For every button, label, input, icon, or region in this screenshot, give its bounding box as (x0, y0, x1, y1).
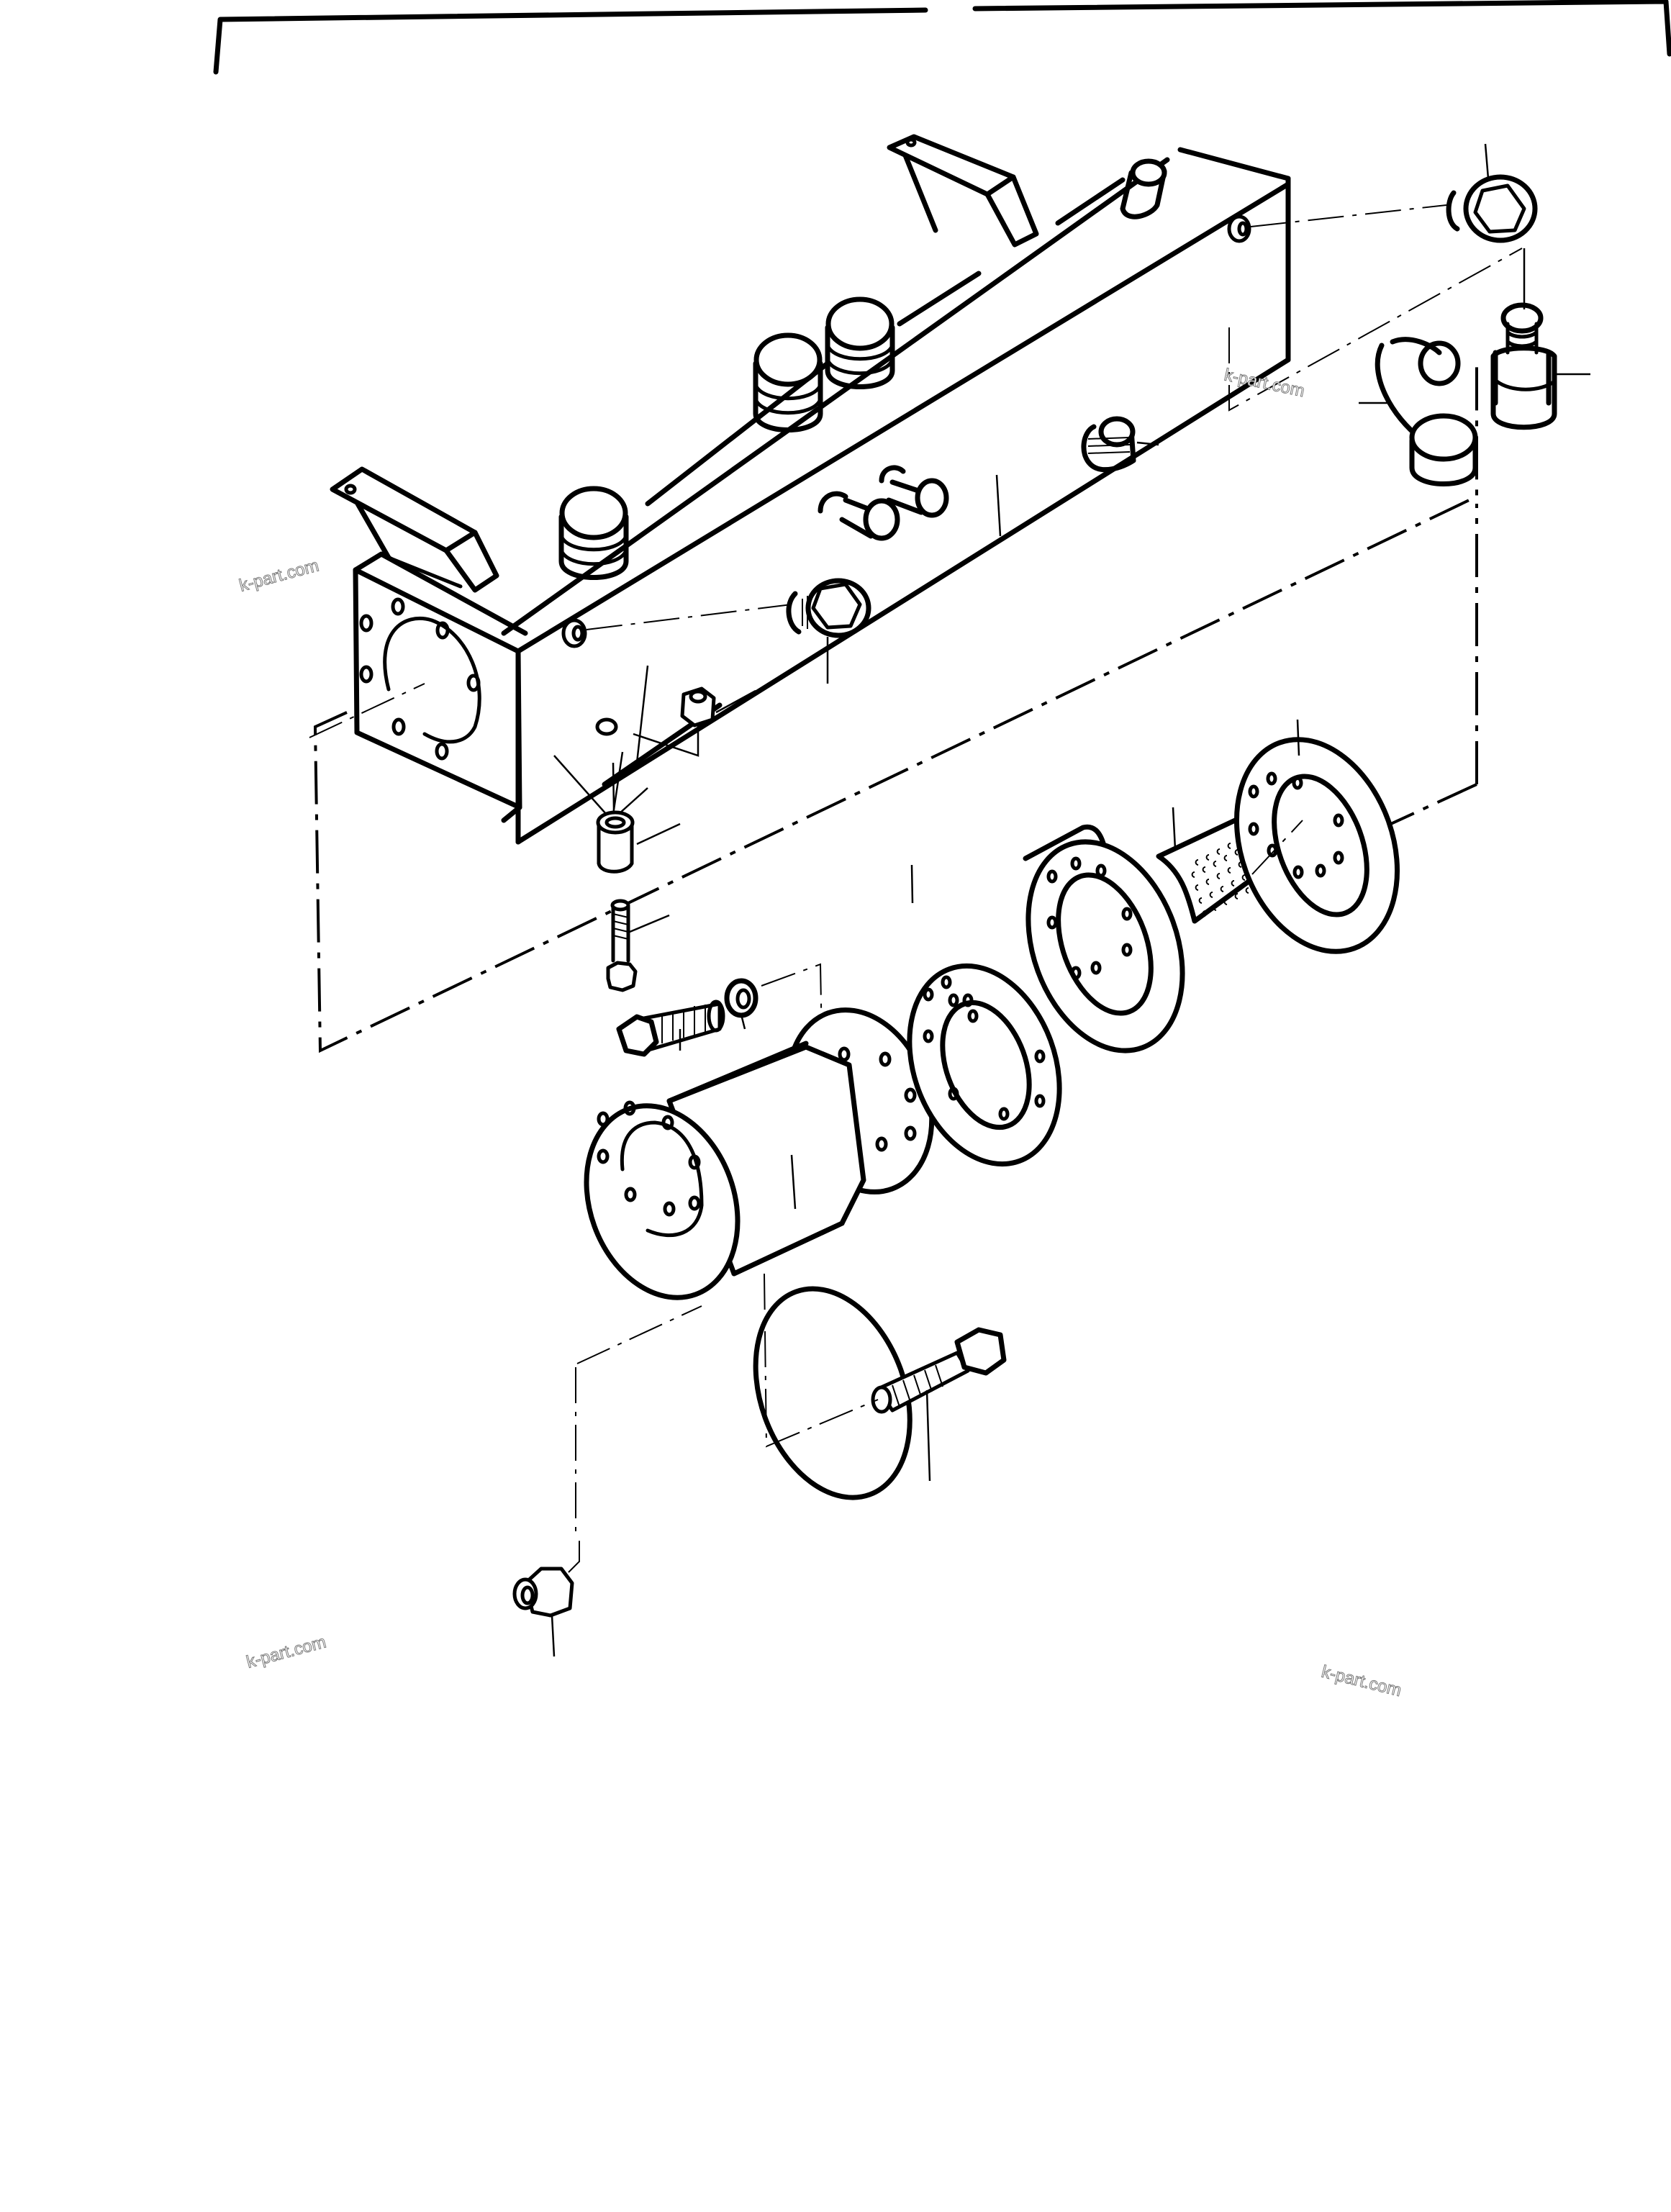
long-screw (606, 899, 670, 992)
beam-ports (561, 214, 1251, 648)
assembly-outline-dashed (313, 360, 1478, 1053)
main-beam (501, 147, 1291, 845)
watermark-3: k-part.com (245, 1632, 328, 1672)
bracket-left (330, 466, 499, 593)
o-ring (595, 717, 618, 736)
fitting-outline-dashed (1228, 248, 1523, 412)
boss-top-right (1120, 158, 1167, 219)
dust-cap (1359, 337, 1478, 486)
cap-3 (825, 296, 895, 389)
bracket-right (887, 134, 1039, 248)
spacer-bushing (596, 762, 681, 874)
plug-mid (1081, 416, 1159, 473)
small-nut (633, 686, 756, 757)
hex-bolt-2 (871, 1327, 1007, 1482)
side-fittings (818, 465, 949, 541)
lock-nut (512, 1540, 580, 1657)
gasket-1 (907, 864, 1062, 1167)
gasket-2 (1233, 719, 1400, 954)
cap-1 (558, 486, 629, 580)
lock-washer (724, 963, 823, 1044)
hex-bolt-1 (616, 1000, 725, 1057)
strainer (753, 794, 1308, 1500)
cap-2 (753, 332, 823, 432)
end-plate-left (309, 551, 528, 845)
flanged-tube (584, 1007, 935, 1300)
drain-plug-right (1250, 143, 1538, 243)
drain-plug-left (586, 578, 871, 684)
quick-coupling (1490, 248, 1590, 430)
watermark-1: k-part.com (237, 556, 321, 595)
lower-dashed-links (575, 1273, 879, 1533)
page-frame (213, 0, 1671, 75)
watermark-4: k-part.com (1320, 1662, 1404, 1701)
